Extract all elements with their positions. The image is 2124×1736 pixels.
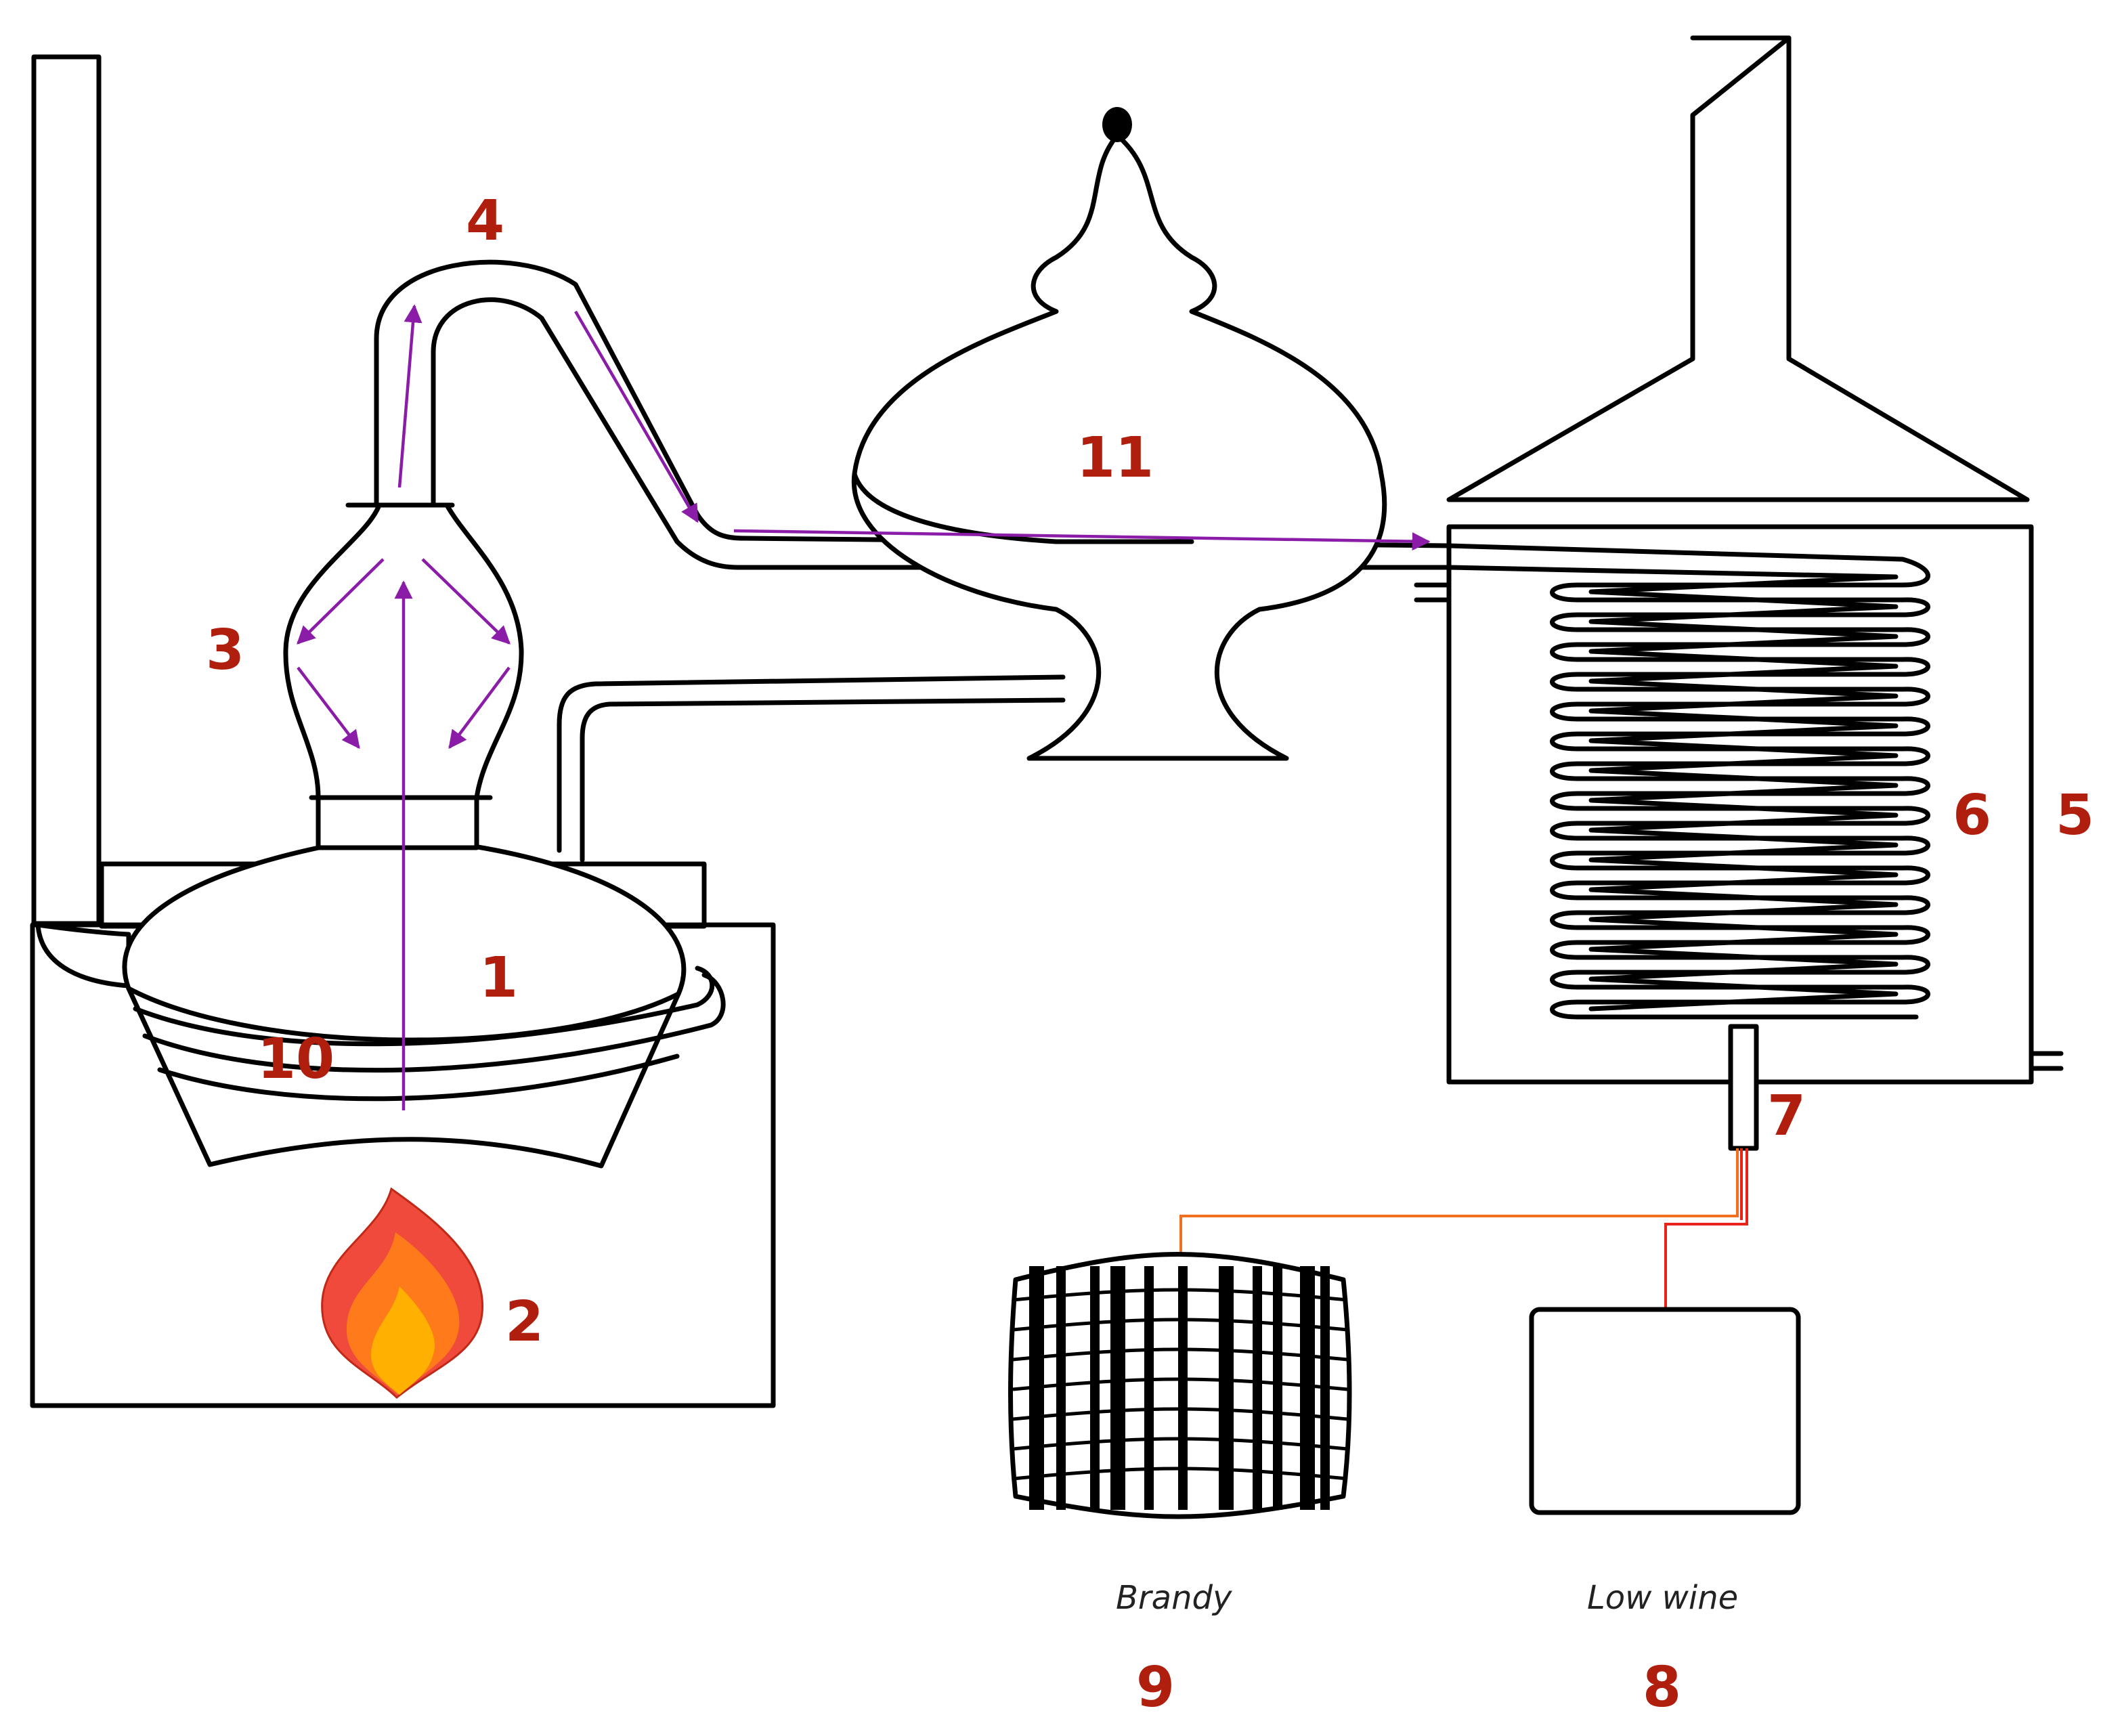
condenser-coil [1446,543,1930,1020]
barrel-hoop [1012,1437,1348,1451]
vapour-flow-arrows [297,304,1431,1110]
barrel-stave [1090,1266,1100,1510]
condenser-outlet [1728,1024,1759,1151]
chimney-base [35,922,131,989]
label-5: 5 [2056,783,2094,848]
preheater-return-pipe [557,674,1066,863]
label-11: 11 [1077,426,1154,490]
low-wine-container [1529,1307,1801,1515]
label-2: 2 [505,1290,544,1354]
label-4: 4 [466,189,504,253]
barrel-hoop [1012,1347,1348,1362]
boiler-neck [309,795,493,850]
swan-neck-pipe [374,259,1452,570]
flame-icon [321,1187,484,1399]
caption-brandy: Brandy [1116,1579,1232,1617]
barrel-hoop [1012,1377,1348,1391]
label-10: 10 [257,1027,334,1091]
barrel-stave [1253,1266,1262,1510]
barrel-hoop [1012,1467,1348,1481]
caption-low-wine: Low wine [1587,1579,1738,1617]
barrel-stave [1110,1266,1125,1510]
barrel-stave [1219,1266,1234,1510]
label-1: 1 [479,946,518,1010]
preheater [851,107,1387,761]
label-3: 3 [206,618,244,682]
barrel-hoop [1012,1288,1348,1302]
barrel-hoop [1012,1407,1348,1421]
coil-inner [1446,565,1899,1012]
label-8: 8 [1643,1655,1681,1720]
label-6: 6 [1953,783,1991,848]
label-7: 7 [1767,1084,1806,1148]
barrel-stave [1178,1266,1188,1510]
brandy-barrel [1008,1252,1352,1519]
barrel-hoop [1012,1318,1348,1332]
label-9: 9 [1136,1655,1175,1720]
barrel-stave [1144,1266,1154,1510]
chimney [31,54,102,926]
barrel-stave [1273,1266,1282,1510]
output-lines [1179,1148,1748,1311]
